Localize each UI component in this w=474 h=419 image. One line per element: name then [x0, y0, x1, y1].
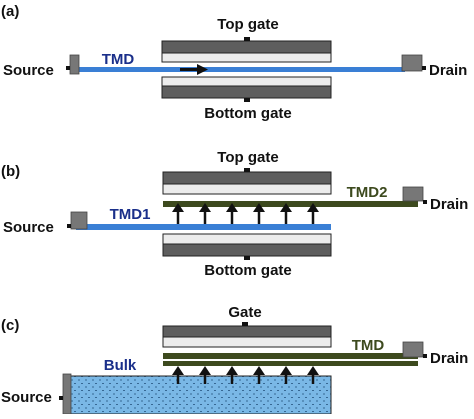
panel-b: (b) Top gate TMD2 Drain TMD1	[1, 149, 468, 279]
panel-c-tunneling-arrows	[172, 366, 319, 384]
panel-b-tmd2-channel	[163, 201, 418, 207]
panel-c-gate-label: Gate	[228, 304, 261, 321]
panel-c-tmd-label: TMD	[352, 337, 385, 354]
panel-a-tmd-label: TMD	[102, 51, 135, 68]
panel-a-drain-label: Drain	[429, 62, 467, 79]
panel-b-drain-label: Drain	[430, 196, 468, 213]
panel-b-tmd1-channel	[76, 224, 331, 230]
panel-b-tunneling-arrows	[172, 203, 319, 224]
panel-a-arrow-head	[197, 64, 208, 75]
panel-c-drain-contact	[402, 341, 427, 358]
panel-a-top-gate-label: Top gate	[217, 16, 278, 33]
panel-c-drain-label: Drain	[430, 350, 468, 367]
panel-a-source-label: Source	[3, 62, 54, 79]
panel-b-tmd2-label: TMD2	[347, 184, 388, 201]
panel-b-source-label: Source	[3, 219, 54, 236]
panel-c-tmd-channel-top	[163, 353, 418, 359]
panel-c: (c) Gate TMD Drain Bulk	[1, 304, 468, 415]
panel-a-bottom-gate	[161, 76, 332, 102]
panel-a: (a) Top gate TMD Source Drain	[1, 3, 467, 122]
panel-b-bottom-gate-label: Bottom gate	[204, 262, 292, 279]
panel-c-label: (c)	[1, 317, 19, 334]
panel-a-tmd-channel	[75, 67, 405, 72]
panel-a-source-contact	[66, 54, 80, 75]
panel-a-top-gate	[161, 37, 332, 63]
panel-b-tmd1-label: TMD1	[110, 206, 151, 223]
panel-c-bulk-label: Bulk	[104, 357, 137, 374]
panel-b-source-contact	[67, 211, 88, 230]
panel-a-drain-contact	[401, 54, 426, 72]
panel-c-source-label: Source	[1, 389, 52, 406]
panel-c-source-contact	[59, 373, 72, 415]
panel-c-bulk-block	[69, 375, 332, 415]
panel-a-label: (a)	[1, 3, 19, 20]
panel-b-top-gate	[162, 168, 332, 195]
panel-c-tmd-channel-bottom	[163, 361, 418, 366]
panel-c-gate	[162, 322, 332, 348]
panel-a-bottom-gate-label: Bottom gate	[204, 105, 292, 122]
panel-b-drain-contact	[402, 186, 427, 204]
panel-b-top-gate-label: Top gate	[217, 149, 278, 166]
panel-b-label: (b)	[1, 163, 20, 180]
panel-b-bottom-gate	[162, 233, 332, 260]
